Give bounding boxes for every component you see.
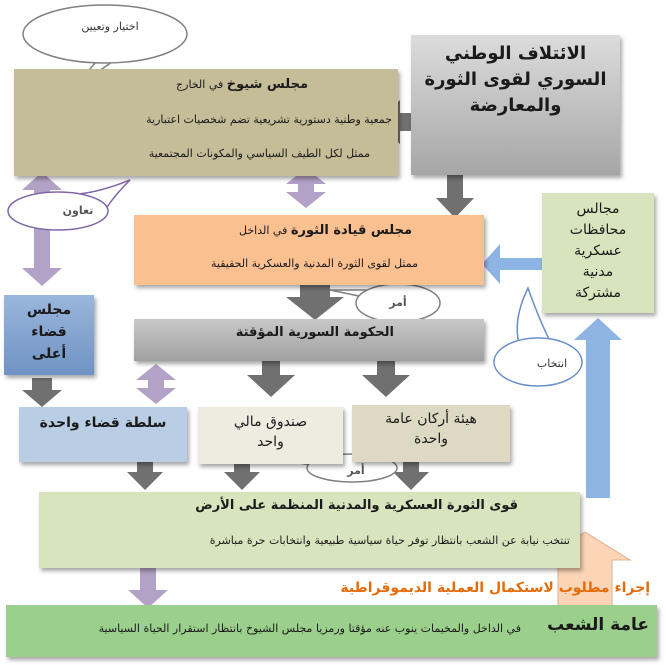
province-councils-line-4: مدنية — [582, 264, 614, 280]
arrow-staff-to-forces — [393, 452, 429, 490]
elders-council-line-2: ممثل لكل الطيف السياسي والمكونات المجتمع… — [148, 147, 370, 160]
arrow-government-to-fund — [247, 360, 295, 397]
arrow-elders-revolution-council — [286, 168, 326, 208]
judicial-council-line-1: مجلس — [26, 302, 72, 318]
arrow-fund-to-forces — [224, 452, 260, 490]
staff-line-1: هيئة أركان عامة — [385, 411, 477, 427]
people-box: عامة الشعب في الداخل والمخيمات ينوب عنه … — [6, 605, 657, 657]
arrow-provinces-to-council — [482, 244, 552, 284]
forces-line-1: تنتخب نيابة عن الشعب بانتظار توفر حياة س… — [209, 534, 570, 547]
staff-box: هيئة أركان عامة واحدة — [352, 405, 510, 462]
fund-line-2: واحد — [257, 434, 284, 450]
bubble-cooperation — [7, 179, 131, 231]
staff-line-2: واحدة — [414, 431, 448, 447]
bubble-election — [493, 286, 583, 387]
government-title: الحكومة السورية المؤقتة — [235, 325, 394, 340]
elders-council-box: مجلس شيوخ في الخارج جمعية وطنية دستورية … — [14, 69, 398, 176]
coalition-box: الائتلاف الوطني السوري لقوى الثورة والمع… — [411, 35, 620, 175]
judicial-council-line-3: أعلى — [31, 346, 67, 362]
revolution-council-box: مجلس قيادة الثورة في الداخل ممثل لقوى ال… — [134, 215, 484, 285]
coalition-line-3: والمعارضة — [469, 95, 562, 116]
judiciary-title: سلطة قضاء واحدة — [39, 415, 167, 431]
arrow-government-to-staff — [362, 360, 410, 397]
people-line-1: في الداخل والمخيمات ينوب عنه مؤقتا ورمزي… — [98, 622, 521, 635]
forces-box: قوى الثورة العسكرية والمدنية المنظمة على… — [39, 492, 580, 568]
bubble-selection-text: اختيار وتعيين — [81, 20, 138, 33]
coalition-line-1: الائتلاف الوطني — [444, 43, 587, 64]
province-councils-line-5: مشتركة — [574, 285, 622, 301]
people-title: عامة الشعب — [547, 615, 649, 635]
judicial-council-box: مجلس قضاء أعلى — [4, 295, 94, 375]
bubble-command-1-text: أمر — [388, 295, 406, 309]
revolution-council-title-bold: مجلس قيادة الثورة — [290, 223, 412, 238]
province-councils-line-1: مجالس — [576, 201, 620, 217]
bubble-cooperation-text: تعاون — [63, 204, 94, 217]
procedure-text: إجراء مطلوب لاستكمال العملية الديموقراطي… — [340, 580, 650, 596]
fund-box: صندوق مالي واحد — [198, 407, 343, 464]
arrow-judicial-council-to-judiciary — [22, 378, 62, 407]
bubble-command-1 — [329, 283, 441, 323]
coalition-line-2: السوري لقوى الثورة — [424, 69, 607, 90]
elders-council-title-rest: في الخارج — [176, 78, 224, 91]
revolution-council-title: مجلس قيادة الثورة في الداخل — [239, 223, 412, 238]
province-councils-line-2: محافظات — [569, 222, 627, 238]
government-box: الحكومة السورية المؤقتة — [134, 319, 484, 361]
province-councils-line-3: عسكرية — [574, 243, 622, 259]
arrow-judiciary-to-forces — [127, 452, 163, 490]
judiciary-box: سلطة قضاء واحدة — [19, 407, 187, 462]
province-councils-box: مجالس محافظات عسكرية مدنية مشتركة — [542, 193, 654, 313]
forces-title: قوى الثورة العسكرية والمدنية المنظمة على… — [195, 498, 518, 513]
judicial-council-line-2: قضاء — [31, 324, 67, 340]
elders-council-title: مجلس شيوخ في الخارج — [176, 77, 308, 92]
elders-council-title-bold: مجلس شيوخ — [226, 77, 308, 92]
revolution-council-title-rest: في الداخل — [239, 224, 288, 237]
bubble-election-text: انتخاب — [537, 357, 567, 370]
elders-council-line-1: جمعية وطنية دستورية تشريعية تضم شخصيات ا… — [146, 113, 392, 126]
fund-line-1: صندوق مالي — [233, 414, 308, 430]
bubble-command-2-text: أمر — [346, 463, 364, 477]
arrow-council-to-government — [286, 280, 344, 320]
arrow-forces-to-provinces — [574, 318, 622, 498]
revolution-council-line-1: ممثل لقوى الثورة المدنية والعسكرية الحقي… — [210, 257, 418, 270]
arrow-government-judiciary — [136, 364, 176, 404]
